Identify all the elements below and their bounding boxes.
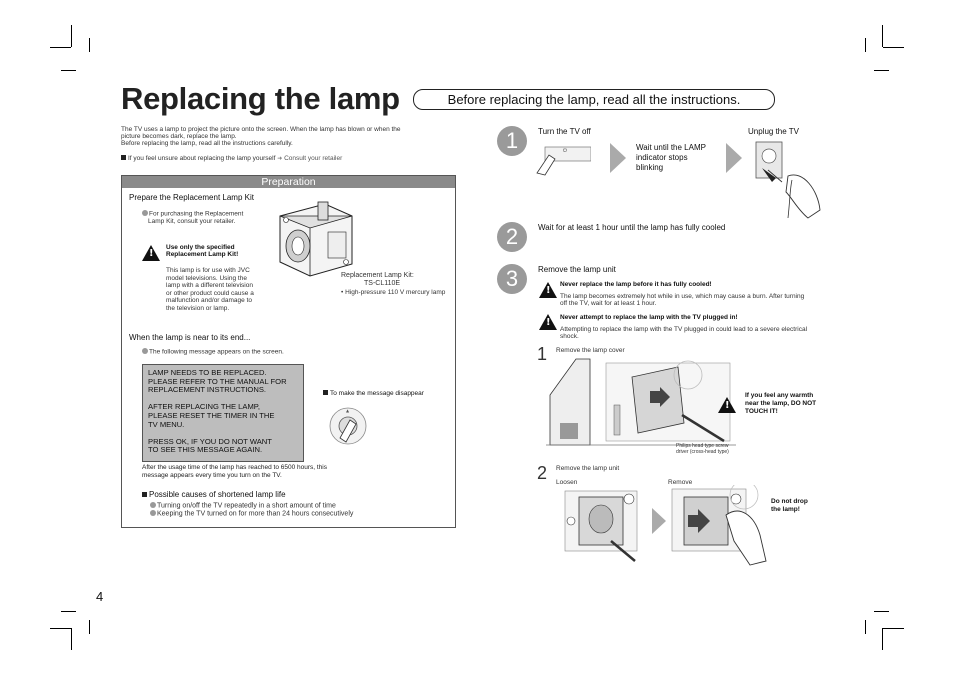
crop-mark xyxy=(883,628,904,629)
crop-mark xyxy=(882,25,883,47)
square-bullet-icon xyxy=(121,155,126,160)
crop-mark xyxy=(874,611,889,612)
intro-line: Before replacing the lamp, read all the … xyxy=(121,140,293,147)
warning-body: off the TV, wait for at least 1 hour. xyxy=(560,300,657,307)
preparation-heading: Preparation xyxy=(261,176,316,188)
crop-mark xyxy=(865,38,866,52)
warning-icon xyxy=(142,245,160,261)
crop-mark xyxy=(882,628,883,650)
unplug-illustration xyxy=(755,141,821,219)
kit-model: TS-CL110E xyxy=(364,280,401,287)
crop-mark xyxy=(61,611,76,612)
remove-label: Remove xyxy=(668,479,693,486)
remove-title: Remove the lamp unit xyxy=(538,265,616,274)
crop-mark xyxy=(71,628,72,650)
warning-title: Use only the specified xyxy=(166,244,235,251)
bullet-icon xyxy=(150,510,156,516)
lamp-kit-illustration xyxy=(279,201,353,277)
square-bullet-icon xyxy=(142,492,147,497)
substep-number-1: 1 xyxy=(537,344,548,364)
page-title: Replacing the lamp xyxy=(121,81,400,116)
wait-label: indicator stops xyxy=(636,153,688,162)
bullet-icon xyxy=(150,502,156,508)
step-number-3: 3 xyxy=(497,264,527,294)
crop-mark xyxy=(50,47,71,48)
kit-spec: • High-pressure 110 V mercury lamp xyxy=(341,289,446,296)
substep-number-2: 2 xyxy=(537,463,548,483)
arrow-right-icon xyxy=(726,143,742,173)
warning-icon xyxy=(539,282,557,298)
crop-mark xyxy=(50,628,71,629)
loosen-screw-illustration xyxy=(564,490,638,562)
purchase-note: For purchasing the Replacement xyxy=(142,210,243,218)
crop-mark xyxy=(874,70,889,71)
warning-body: This lamp is for use with JVC model tele… xyxy=(166,267,254,312)
warning-title: Never replace the lamp before it has ful… xyxy=(560,281,712,288)
warning-title: Replacement Lamp Kit! xyxy=(166,251,239,258)
kit-title: Prepare the Replacement Lamp Kit xyxy=(129,193,254,202)
unsure-note: If you feel unsure about replacing the l… xyxy=(121,155,342,164)
warning-title: Never attempt to replace the lamp with t… xyxy=(560,314,738,321)
causes-title: Possible causes of shortened lamp life xyxy=(142,490,286,500)
bullet-icon xyxy=(142,210,148,216)
wait-label: Wait until the LAMP xyxy=(636,143,706,152)
lamp-cover-illustration xyxy=(546,358,736,446)
warning-icon xyxy=(539,314,557,330)
usage-note: message appears every time you turn on t… xyxy=(142,472,282,479)
remote-ok-button-illustration: ▲ xyxy=(329,407,367,445)
end-title: When the lamp is near to its end... xyxy=(129,333,251,342)
crop-mark xyxy=(883,47,904,48)
warmth-warning: near the lamp, DO NOT xyxy=(745,400,817,407)
kit-label: Replacement Lamp Kit: xyxy=(341,272,414,279)
unplug-label: Unplug the TV xyxy=(748,127,799,136)
bullet-icon: • xyxy=(341,289,344,296)
end-note: The following message appears on the scr… xyxy=(142,348,284,356)
remove-lamp-illustration xyxy=(671,485,767,566)
bullet-icon xyxy=(142,348,148,354)
warning-body: Attempting to replace the lamp with the … xyxy=(560,326,808,333)
turn-off-label: Turn the TV off xyxy=(538,127,591,136)
subtitle-pill xyxy=(413,89,775,110)
driver-label: Philips head type screw xyxy=(676,443,729,449)
no-drop-warning: the lamp! xyxy=(771,506,800,513)
intro-line: The TV uses a lamp to project the pictur… xyxy=(121,126,401,133)
warmth-warning: If you feel any warmth xyxy=(745,392,814,399)
lamp-message-box: LAMP NEEDS TO BE REPLACED. PLEASE REFER … xyxy=(142,364,304,462)
crop-mark xyxy=(61,70,76,71)
page-subtitle: Before replacing the lamp, read all the … xyxy=(447,92,741,107)
page-number: 4 xyxy=(96,589,104,604)
intro-line: picture becomes dark, replace the lamp. xyxy=(121,133,237,140)
substep-title: Remove the lamp cover xyxy=(556,347,625,354)
arrow-right-icon: ➜ xyxy=(277,156,283,162)
wait-label: blinking xyxy=(636,163,664,172)
warning-icon xyxy=(718,397,736,413)
step-number-1: 1 xyxy=(497,126,527,156)
crop-mark xyxy=(71,25,72,47)
crop-mark xyxy=(89,620,90,634)
warning-body: shock. xyxy=(560,333,579,340)
driver-label: driver (cross-head type) xyxy=(676,449,729,455)
substep-title: Remove the lamp unit xyxy=(556,465,620,472)
svg-text:▲: ▲ xyxy=(346,408,350,413)
square-bullet-icon xyxy=(323,390,328,395)
power-button-illustration: ⏻ xyxy=(536,146,591,176)
crop-mark xyxy=(865,620,866,634)
preparation-panel xyxy=(121,175,456,528)
purchase-note: Lamp Kit, consult your retailer. xyxy=(148,218,236,225)
no-drop-warning: Do not drop xyxy=(771,498,808,505)
warning-body: The lamp becomes extremely hot while in … xyxy=(560,293,805,300)
svg-text:⏻: ⏻ xyxy=(563,148,567,154)
preparation-header xyxy=(122,176,455,188)
disappear-note: To make the message disappear xyxy=(323,390,424,398)
loosen-label: Loosen xyxy=(556,479,578,486)
warmth-warning: TOUCH IT! xyxy=(745,408,778,415)
arrow-right-icon xyxy=(610,143,626,173)
usage-note: After the usage time of the lamp has rea… xyxy=(142,464,327,471)
step-number-2: 2 xyxy=(497,222,527,252)
crop-mark xyxy=(89,38,90,52)
arrow-right-icon xyxy=(652,508,666,534)
cause-item: Keeping the TV turned on for more than 2… xyxy=(150,510,353,519)
cause-item: Turning on/off the TV repeatedly in a sh… xyxy=(150,502,336,511)
cool-text: Wait for at least 1 hour until the lamp … xyxy=(538,223,726,232)
